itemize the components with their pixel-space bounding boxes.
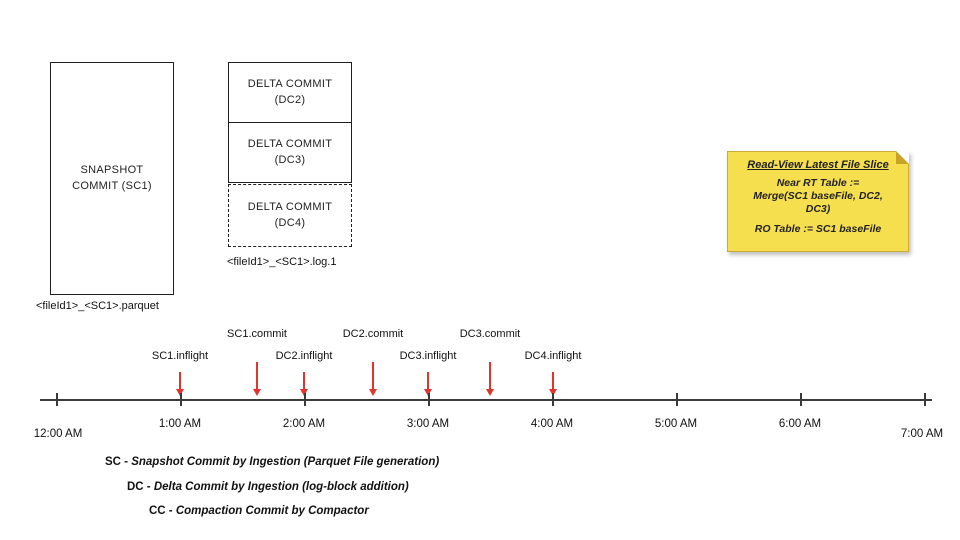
arrow-dc2-inflight (299, 372, 309, 396)
tick-3am (428, 393, 430, 406)
legend-abbr-sc: SC - (105, 456, 128, 468)
event-label-dc4-inflight: DC4.inflight (524, 350, 582, 362)
tick-label-3am: 3:00 AM (406, 418, 450, 430)
arrow-dc3-inflight (423, 372, 433, 396)
event-label-dc3-commit: DC3.commit (459, 328, 521, 340)
event-label-dc2-commit: DC2.commit (342, 328, 404, 340)
arrow-dc3-commit (485, 362, 495, 396)
snapshot-commit-label: SNAPSHOT COMMIT (SC1) (72, 164, 152, 192)
tick-label-7am: 7:00 AM (900, 428, 944, 440)
tick-1am (180, 393, 182, 406)
note-near-rt-table: Near RT Table := Merge(SC1 baseFile, DC2… (753, 177, 883, 216)
arrow-sc1-inflight (175, 372, 185, 396)
tick-label-4am: 4:00 AM (530, 418, 574, 430)
event-label-dc3-inflight: DC3.inflight (399, 350, 457, 362)
timeline-axis (40, 399, 932, 401)
arrow-dc2-commit (368, 362, 378, 396)
arrow-dc4-inflight (548, 372, 558, 396)
tick-2am (304, 393, 306, 406)
legend-desc-cc: Compaction Commit by Compactor (175, 505, 369, 517)
delta-commit-dc2-box: DELTA COMMIT (DC2) (228, 62, 352, 123)
event-label-sc1-commit: SC1.commit (227, 328, 287, 340)
tick-label-2am: 2:00 AM (282, 418, 326, 430)
legend-desc-dc: Delta Commit by Ingestion (log-block add… (153, 481, 409, 493)
delta-commit-dc3-label: DELTA COMMIT (DC3) (247, 138, 333, 166)
delta-commit-dc4-box: DELTA COMMIT (DC4) (228, 184, 352, 247)
legend-abbr-cc: CC - (149, 505, 173, 517)
tick-label-1am: 1:00 AM (158, 418, 202, 430)
delta-commit-dc4-label: DELTA COMMIT (DC4) (247, 201, 333, 229)
legend-row-dc: DC - Delta Commit by Ingestion (log-bloc… (127, 481, 409, 493)
tick-label-12am: 12:00 AM (33, 428, 83, 440)
legend-row-cc: CC - Compaction Commit by Compactor (149, 505, 369, 517)
tick-4am (552, 393, 554, 406)
tick-label-6am: 6:00 AM (778, 418, 822, 430)
event-label-sc1-inflight: SC1.inflight (151, 350, 209, 362)
read-view-sticky-note: Read-View Latest File Slice Near RT Tabl… (727, 151, 909, 252)
tick-6am (800, 393, 802, 406)
tick-7am (924, 393, 926, 406)
base-file-name: <fileId1>_<SC1>.parquet (36, 300, 159, 312)
legend-row-sc: SC - Snapshot Commit by Ingestion (Parqu… (105, 456, 439, 468)
tick-5am (676, 393, 678, 406)
event-label-dc2-inflight: DC2.inflight (275, 350, 333, 362)
legend-desc-sc: Snapshot Commit by Ingestion (Parquet Fi… (131, 456, 440, 468)
tick-12am (56, 393, 58, 406)
arrow-sc1-commit (252, 362, 262, 396)
delta-commit-dc3-box: DELTA COMMIT (DC3) (228, 122, 352, 183)
note-ro-table: RO Table := SC1 baseFile (754, 223, 882, 236)
tick-label-5am: 5:00 AM (654, 418, 698, 430)
legend-abbr-dc: DC - (127, 481, 151, 493)
delta-commit-dc2-label: DELTA COMMIT (DC2) (247, 78, 333, 106)
snapshot-commit-box: SNAPSHOT COMMIT (SC1) (50, 62, 174, 295)
note-title: Read-View Latest File Slice (747, 159, 889, 171)
log-file-name: <fileId1>_<SC1>.log.1 (227, 256, 337, 268)
